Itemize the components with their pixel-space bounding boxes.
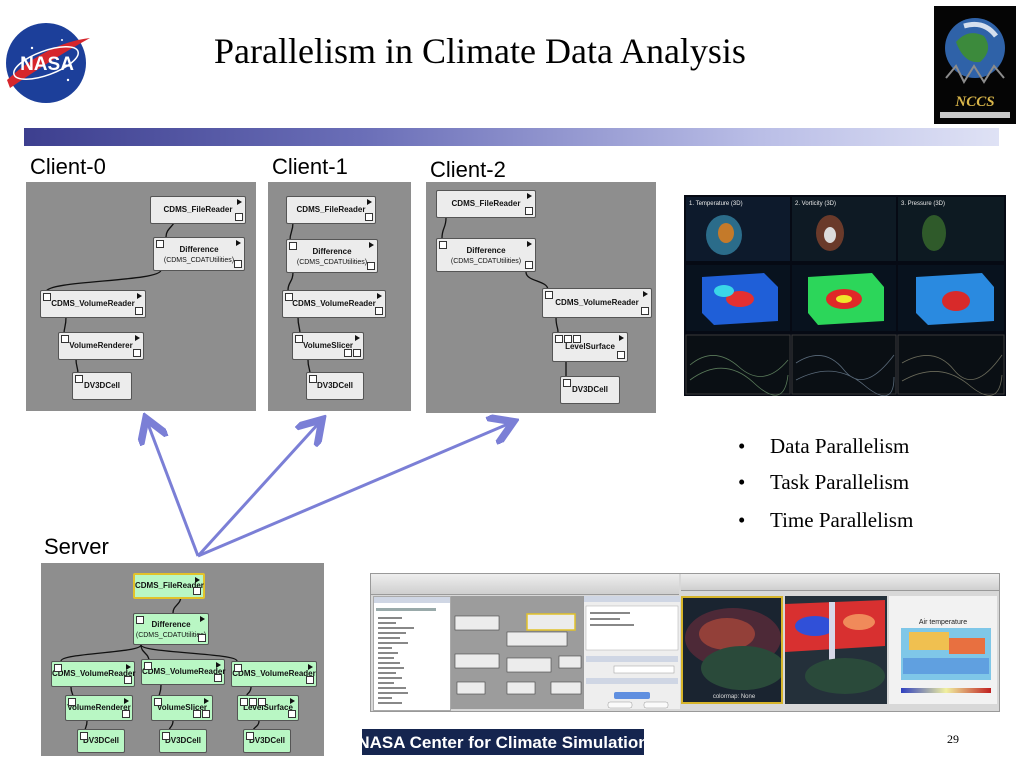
bullet-data-parallelism: •Data Parallelism	[738, 434, 910, 458]
application-screenshot: colormap: None Air temperature	[370, 573, 1000, 712]
slide-title: Parallelism in Climate Data Analysis	[214, 31, 746, 71]
server-label: Server	[44, 534, 109, 559]
module-dv3dcell[interactable]: DV3DCell	[306, 372, 364, 400]
module-file-reader[interactable]: CDMS_FileReader	[436, 190, 536, 218]
server-module-volume-reader-2[interactable]: CDMS_VolumeReader	[141, 659, 225, 685]
module-dv3dcell[interactable]: DV3DCell	[72, 372, 132, 400]
arrow-to-client-2	[197, 424, 508, 558]
server-module-volume-reader-1[interactable]: CDMS_VolumeReader	[51, 661, 135, 687]
module-difference[interactable]: Difference(CDMS_CDATUtilities)	[153, 237, 245, 271]
client-1-workflow: CDMS_FileReader Difference(CDMS_CDATUtil…	[268, 182, 411, 411]
module-volume-slicer[interactable]: VolumeSlicer	[292, 332, 364, 360]
server-module-difference[interactable]: Difference(CDMS_CDATUtilities)	[133, 613, 209, 645]
server-module-volume-slicer[interactable]: VolumeSlicer	[151, 695, 213, 721]
server-workflow: CDMS_FileReader Difference(CDMS_CDATUtil…	[41, 563, 324, 756]
nccs-footer-logo: NASA Center for Climate Simulation	[357, 729, 649, 755]
bullet-time-parallelism: •Time Parallelism	[738, 508, 914, 532]
svg-text:NCCS: NCCS	[954, 94, 994, 110]
server-module-dv3dcell-3[interactable]: DV3DCell	[243, 729, 291, 753]
visualization-grid-image: 1. Temperature (3D) 2. Vorticity (3D) 3.…	[684, 195, 1006, 396]
module-volume-reader[interactable]: CDMS_VolumeReader	[542, 288, 652, 318]
module-file-reader[interactable]: CDMS_FileReader	[150, 196, 246, 224]
render-cell-2	[785, 596, 887, 704]
page-number: 29	[947, 732, 959, 746]
svg-text:Air temperature: Air temperature	[919, 619, 967, 626]
module-list-panel	[373, 596, 451, 711]
client-2-workflow: CDMS_FileReader Difference(CDMS_CDATUtil…	[426, 182, 656, 413]
client-2-label: Client-2	[430, 157, 506, 182]
client-1-label: Client-1	[272, 154, 348, 179]
svg-text:NASA Center for Climate Simula: NASA Center for Climate Simulation	[362, 733, 644, 752]
bullet-task-parallelism: •Task Parallelism	[738, 470, 910, 494]
client-0-workflow: CDMS_FileReader Difference(CDMS_CDATUtil…	[26, 182, 256, 411]
module-level-surface[interactable]: LevelSurface	[552, 332, 628, 362]
module-difference[interactable]: Difference(CDMS_CDATUtilities)	[436, 238, 536, 272]
app-toolbar	[371, 574, 679, 595]
client-0-label: Client-0	[30, 154, 106, 179]
server-module-dv3dcell-1[interactable]: DV3DCell	[77, 729, 125, 753]
svg-text:2. Vorticity (3D): 2. Vorticity (3D)	[795, 201, 836, 207]
title-divider-bar	[24, 128, 999, 146]
arrow-to-client-0	[148, 424, 200, 557]
module-volume-reader[interactable]: CDMS_VolumeReader	[282, 290, 386, 318]
svg-text:3. Pressure (3D): 3. Pressure (3D)	[901, 201, 945, 207]
properties-panel	[583, 596, 680, 709]
server-module-file-reader[interactable]: CDMS_FileReader	[133, 573, 205, 599]
nccs-logo: NCCS	[934, 6, 1016, 124]
module-file-reader[interactable]: CDMS_FileReader	[286, 196, 376, 224]
module-volume-reader[interactable]: CDMS_VolumeReader	[40, 290, 146, 318]
render-cell-3: Air temperature	[889, 596, 997, 704]
arrow-to-client-1	[196, 424, 318, 558]
server-module-dv3dcell-2[interactable]: DV3DCell	[159, 729, 207, 753]
spreadsheet-toolbar	[681, 574, 999, 591]
pipeline-canvas	[451, 596, 583, 709]
server-module-volume-reader-3[interactable]: CDMS_VolumeReader	[231, 661, 317, 687]
svg-text:colormap: None: colormap: None	[713, 694, 756, 700]
svg-text:NASA: NASA	[20, 54, 74, 75]
module-volume-renderer[interactable]: VolumeRenderer	[58, 332, 144, 360]
module-difference[interactable]: Difference(CDMS_CDATUtilities)	[286, 239, 378, 273]
svg-text:1. Temperature (3D): 1. Temperature (3D)	[689, 201, 743, 207]
server-module-volume-renderer[interactable]: VolumeRenderer	[65, 695, 133, 721]
render-cell-1: colormap: None	[681, 596, 783, 704]
nasa-logo: NASA	[2, 18, 92, 108]
server-module-level-surface[interactable]: LevelSurface	[237, 695, 299, 721]
module-dv3dcell[interactable]: DV3DCell	[560, 376, 620, 404]
